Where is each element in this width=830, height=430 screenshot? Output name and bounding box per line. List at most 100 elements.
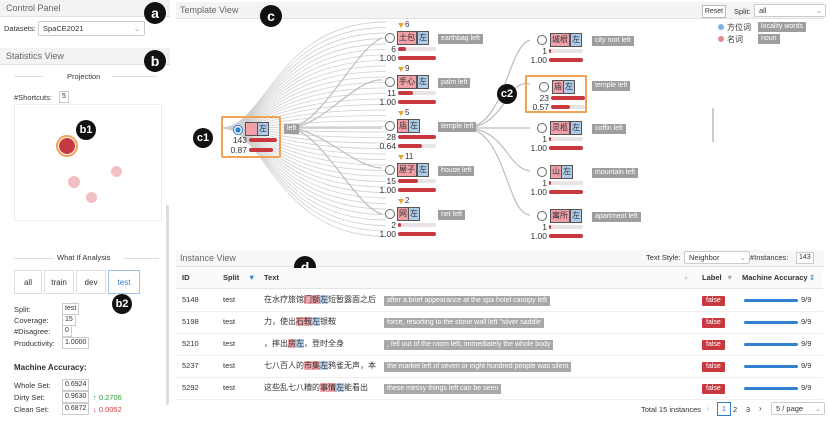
node-label: mountain left: [592, 168, 639, 178]
row-text-zh: ，摔出房左，登时全身: [264, 339, 344, 348]
root-locality-word: 左: [257, 122, 269, 136]
cluster-point[interactable]: [111, 166, 122, 177]
template-header: Template View: [176, 2, 824, 19]
template-node[interactable]: 山 左 1 1.00: [525, 162, 587, 200]
node-radio[interactable]: [537, 123, 547, 133]
row-text-en: these messy things left can be seen: [384, 377, 502, 399]
node-precision-bar: [549, 58, 583, 62]
node-precision: 1.00: [379, 97, 396, 107]
tab-test[interactable]: test: [108, 270, 140, 294]
template-node[interactable]: 9 手心 左 11 1.00: [379, 64, 436, 108]
node-radio[interactable]: [385, 77, 395, 87]
node-label: city root left: [592, 36, 634, 46]
template-node[interactable]: 寓所 左 1 1.00: [525, 206, 587, 244]
instance-table-header: ID Split ▼ Text ⌕ Label ▼ Machine Accura…: [176, 268, 823, 289]
warning-triangle-icon: [398, 111, 404, 116]
reset-button[interactable]: Reset: [702, 5, 726, 18]
page-1[interactable]: 1: [717, 402, 731, 416]
disagree-value[interactable]: 0: [62, 325, 72, 337]
prev-page-icon[interactable]: ‹: [707, 404, 710, 413]
row-accuracy-bar: [744, 321, 798, 324]
row-accuracy-bar: [744, 343, 798, 346]
search-icon[interactable]: ⌕: [684, 273, 689, 282]
next-page-icon[interactable]: ›: [759, 404, 762, 413]
instances-value[interactable]: 143: [796, 252, 814, 264]
template-node[interactable]: 庙 左 23 0.57: [525, 75, 587, 113]
node-count: 2: [391, 220, 396, 230]
table-row[interactable]: 5210 test ，摔出房左，登时全身 , fell out of the r…: [176, 333, 823, 356]
sort-icon[interactable]: ⇕: [809, 273, 816, 282]
node-badge-count: 5: [405, 108, 410, 117]
template-node[interactable]: 5 庙 左 28 0.64: [379, 108, 436, 152]
instance-header: Instance View Text Style: Neighbor ⌄ #In…: [176, 250, 824, 267]
projection-plot[interactable]: [14, 104, 162, 221]
badge-b1: b1: [76, 120, 96, 140]
stats-scrollbar[interactable]: [166, 205, 169, 405]
node-locality-word: 左: [563, 80, 575, 94]
text-style-select[interactable]: Neighbor ⌄: [684, 251, 750, 264]
row-label: false: [702, 289, 725, 311]
node-count-bar: [549, 225, 583, 229]
node-count-bar: [398, 135, 436, 139]
node-radio[interactable]: [385, 165, 395, 175]
node-count: 1: [542, 222, 547, 232]
col-id[interactable]: ID: [182, 273, 190, 282]
root-node[interactable]: 左 143 0.87: [221, 116, 281, 158]
row-label: false: [702, 311, 725, 333]
per-page-value: 5 / page: [776, 404, 804, 413]
filter-icon[interactable]: ▼: [726, 273, 734, 282]
node-count-bar: [549, 137, 583, 141]
node-radio[interactable]: [385, 209, 395, 219]
disagree-label: #Disagree:: [14, 327, 51, 336]
row-text-en: the market left of seven or eight hundre…: [384, 355, 572, 377]
template-node[interactable]: 2 网 左 2 1.00: [379, 196, 436, 240]
tab-dev[interactable]: dev: [76, 270, 106, 294]
col-text[interactable]: Text: [264, 273, 279, 282]
node-precision: 1.00: [379, 185, 396, 195]
node-radio[interactable]: [537, 167, 547, 177]
table-row[interactable]: 5237 test 七八百人的市集左鸦雀无声，本 the market left…: [176, 355, 823, 378]
row-text-en: force, resorting to the stone wall left …: [384, 311, 544, 333]
node-badge-count: 11: [405, 152, 414, 161]
dataset-select[interactable]: SpaCE2021 ⌄: [38, 21, 145, 36]
node-radio[interactable]: [537, 35, 547, 45]
per-page-select[interactable]: 5 / page ⌄: [771, 402, 825, 415]
node-radio[interactable]: [385, 33, 395, 43]
tab-train[interactable]: train: [44, 270, 74, 294]
template-node[interactable]: 11 屋子 左 15 1.00: [379, 152, 436, 196]
table-row[interactable]: 5198 test 力，使出石鞍左银鞍 force, resorting to …: [176, 311, 823, 334]
page-3[interactable]: 3: [746, 405, 751, 414]
radio-selected[interactable]: [233, 125, 243, 135]
node-count-bar: [398, 179, 436, 183]
shortcuts-value[interactable]: 5: [59, 91, 69, 103]
total-instances: Total 15 instances: [641, 405, 702, 414]
filter-icon[interactable]: ▼: [248, 273, 256, 282]
table-row[interactable]: 5148 test 在水疗旅馆门额左短暂露面之后 after a brief a…: [176, 289, 823, 312]
chevron-down-icon: ⌄: [133, 24, 140, 33]
control-panel-title: Control Panel: [6, 3, 61, 13]
cluster-point[interactable]: [59, 138, 75, 154]
cluster-point[interactable]: [68, 176, 80, 188]
coverage-label: Coverage:: [14, 316, 49, 325]
tab-all[interactable]: all: [14, 270, 42, 294]
page-2[interactable]: 2: [733, 405, 738, 414]
col-accuracy[interactable]: Machine Accuracy: [742, 273, 808, 282]
node-noun-word: 土包: [397, 31, 417, 45]
legend-dot-noun: [718, 36, 724, 42]
col-label[interactable]: Label: [702, 273, 722, 282]
node-radio[interactable]: [385, 121, 395, 131]
legend-en: noun: [758, 34, 780, 44]
template-node[interactable]: 灵柩 左 1 1.00: [525, 118, 587, 156]
template-node[interactable]: 城根 左 1 1.00: [525, 30, 587, 68]
template-node[interactable]: 6 土包 左 6 1.00: [379, 20, 436, 64]
node-count: 28: [386, 132, 396, 142]
cluster-point[interactable]: [86, 192, 97, 203]
template-split-select[interactable]: all ⌄: [754, 4, 826, 17]
statistics-header: Statistics View: [0, 48, 170, 65]
col-split[interactable]: Split: [223, 273, 240, 282]
productivity-value[interactable]: 1.0000: [62, 337, 90, 349]
node-radio[interactable]: [537, 211, 547, 221]
table-row[interactable]: 5292 test 这些乱七八糟的事情左能看出 these messy thin…: [176, 377, 823, 400]
node-radio[interactable]: [539, 82, 549, 92]
coverage-value[interactable]: 15: [62, 314, 76, 326]
